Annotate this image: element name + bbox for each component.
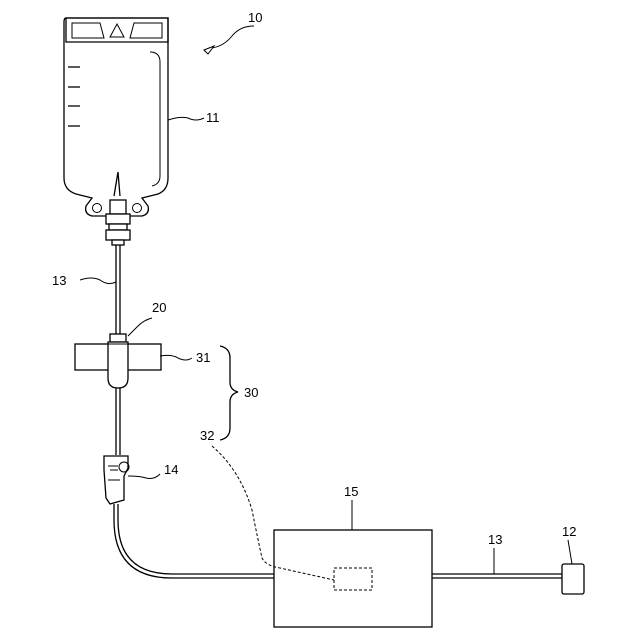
- sensor-group-brace: [220, 346, 238, 440]
- tube-outlet: [432, 564, 584, 594]
- label-drip-chamber: 20: [152, 300, 166, 315]
- label-system: 10: [248, 10, 262, 25]
- label-pump: 15: [344, 484, 358, 499]
- roller-clamp: [104, 456, 129, 504]
- drip-chamber-assembly: [75, 334, 161, 455]
- label-connector: 12: [562, 524, 576, 539]
- infusion-pump: [274, 530, 432, 627]
- label-tube-upper: 13: [52, 273, 66, 288]
- infusion-bag: [64, 18, 168, 245]
- label-bag: 11: [206, 110, 220, 125]
- tube-upper: [116, 245, 120, 334]
- label-sensor-part-2: 32: [200, 428, 214, 443]
- label-tube-lower: 13: [488, 532, 502, 547]
- tube-lower-curve: [114, 504, 274, 578]
- label-sensor-part-1: 31: [196, 350, 210, 365]
- label-sensor-group: 30: [244, 385, 258, 400]
- label-clamp: 14: [164, 462, 178, 477]
